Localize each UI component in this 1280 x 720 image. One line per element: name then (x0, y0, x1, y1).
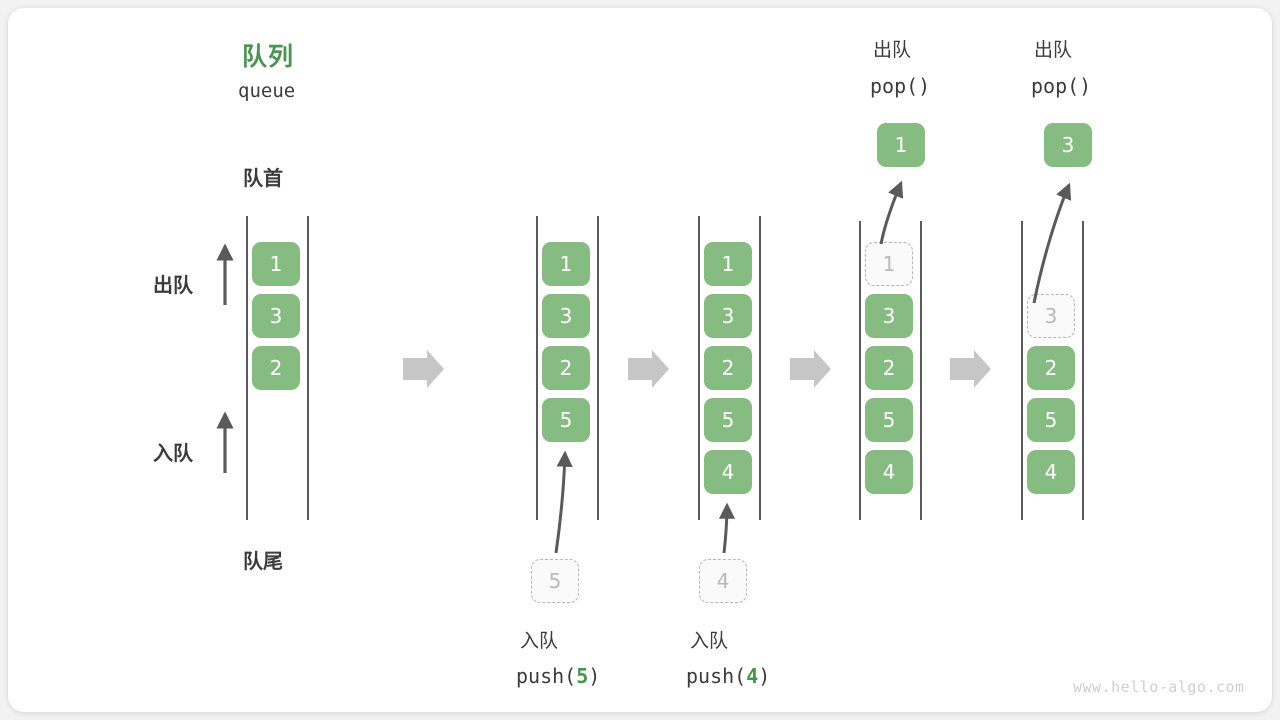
pop-1-caption-cn: 出队 (873, 39, 912, 61)
push-4-code-value: 4 (746, 664, 759, 688)
dequeue-direction-label: 出队 (153, 273, 193, 297)
push-5-code-suffix: ) (588, 664, 601, 688)
cell-col3-1: 3 (704, 294, 752, 338)
queue-rail-left-col5 (1021, 221, 1023, 520)
diagram-card: 队列 queue 队首 队尾 出队 入队 出队 pop() 出队 pop() 入… (8, 8, 1272, 712)
push-4-code-prefix: push( (686, 664, 747, 688)
pop-1-arrow (879, 180, 904, 245)
cell-col3-2: 2 (704, 346, 752, 390)
cell-col2-1: 3 (542, 294, 590, 338)
cell-col5-2: 5 (1027, 398, 1075, 442)
cell-col3-0: 1 (704, 242, 752, 286)
arrow-overlay (216, 180, 1072, 554)
enqueue-direction-label: 入队 (153, 441, 193, 465)
queue-title-cn: 队列 (242, 42, 295, 71)
push-5-caption-cn: 入队 (520, 630, 559, 652)
push-4-arrow (718, 502, 736, 554)
cell-col2-2: 2 (542, 346, 590, 390)
queue-rail-right-col1 (307, 216, 309, 520)
watermark: www.hello-algo.com (1073, 678, 1245, 696)
cell-col4-2: 2 (865, 346, 913, 390)
push-5-arrow (554, 450, 573, 554)
pop-3-caption-cn: 出队 (1034, 39, 1073, 61)
popped-cell-pop-3: 3 (1044, 123, 1092, 167)
push-5-caption-code: push(5) (516, 664, 600, 690)
push-4-caption-cn: 入队 (690, 630, 729, 652)
step-arrow-3 (790, 350, 831, 388)
cell-col4-0: 1 (865, 242, 913, 286)
incoming-cell-push-4: 4 (699, 559, 747, 603)
cell-col5-0: 3 (1027, 294, 1075, 338)
cell-col2-3: 5 (542, 398, 590, 442)
queue-rail-left-col3 (698, 216, 700, 520)
queue-head-label: 队首 (243, 166, 283, 190)
cell-col5-3: 4 (1027, 450, 1075, 494)
queue-rail-right-col4 (920, 221, 922, 520)
queue-rail-left-col1 (246, 216, 248, 520)
incoming-cell-push-5: 5 (531, 559, 579, 603)
push-5-code-value: 5 (576, 664, 589, 688)
cell-col5-1: 2 (1027, 346, 1075, 390)
push-4-code-suffix: ) (758, 664, 771, 688)
push-5-code-prefix: push( (516, 664, 577, 688)
queue-rail-left-col4 (859, 221, 861, 520)
step-arrow-4 (950, 350, 991, 388)
queue-tail-label: 队尾 (243, 549, 283, 573)
cell-col2-0: 1 (542, 242, 590, 286)
pop-3-arrow (1032, 182, 1072, 304)
cell-col1-1: 3 (252, 294, 300, 338)
pop-1-caption-code: pop() (870, 74, 931, 98)
step-arrow-2 (628, 350, 669, 388)
step-arrow-1 (403, 350, 444, 388)
cell-col4-4: 4 (865, 450, 913, 494)
cell-col4-1: 3 (865, 294, 913, 338)
cell-col1-0: 1 (252, 242, 300, 286)
push-4-caption-code: push(4) (686, 664, 770, 690)
queue-title-en: queue (238, 80, 296, 102)
cell-col4-3: 5 (865, 398, 913, 442)
cell-col3-3: 5 (704, 398, 752, 442)
popped-cell-pop-1: 1 (877, 123, 925, 167)
queue-rail-right-col3 (759, 216, 761, 520)
cell-col3-4: 4 (704, 450, 752, 494)
pop-3-caption-code: pop() (1031, 74, 1092, 98)
queue-rail-right-col5 (1082, 221, 1084, 520)
cell-col1-2: 2 (252, 346, 300, 390)
queue-rail-left-col2 (536, 216, 538, 520)
queue-rail-right-col2 (597, 216, 599, 520)
